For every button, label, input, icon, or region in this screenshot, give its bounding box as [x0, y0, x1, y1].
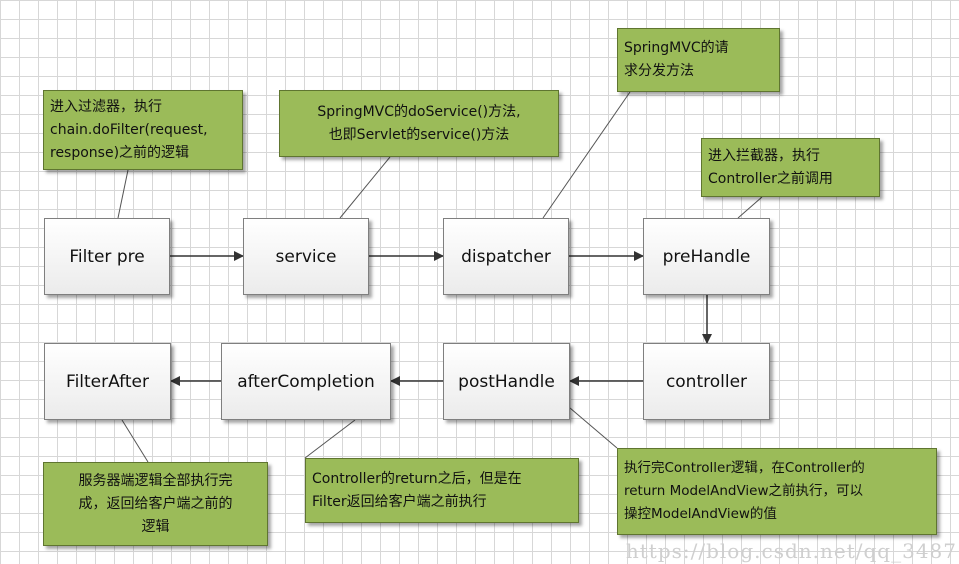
note-dispatcher: SpringMVC的请 求分发方法	[617, 28, 780, 92]
node-controller: controller	[643, 343, 770, 420]
note-posthandle: 执行完Controller逻辑，在Controller的 return Mode…	[617, 448, 937, 535]
note-after-completion: Controller的return之后，但是在 Filter返回给客户端之前执行	[305, 458, 579, 523]
node-posthandle: postHandle	[443, 343, 570, 420]
watermark: https://blog.csdn.net/qq_3487	[625, 539, 957, 563]
callout-line-service	[339, 156, 391, 219]
callout-line-filter-after	[121, 419, 149, 463]
node-after-completion: afterCompletion	[221, 343, 391, 420]
callout-line-after-completion	[304, 419, 356, 459]
node-filter-pre: Filter pre	[44, 218, 170, 295]
node-prehandle: preHandle	[643, 218, 770, 295]
note-filter-after: 服务器端逻辑全部执行完 成，返回给客户端之前的 逻辑	[43, 462, 268, 546]
note-filter-pre: 进入过滤器，执行 chain.doFilter(request, respons…	[43, 90, 243, 170]
note-service: SpringMVC的doService()方法, 也即Servlet的servi…	[279, 90, 559, 157]
note-prehandle: 进入拦截器，执行 Controller之前调用	[701, 138, 880, 197]
callout-line-filter-pre	[117, 169, 129, 219]
callout-line-prehandle	[737, 196, 763, 219]
callout-line-posthandle	[569, 407, 618, 449]
node-filter-after: FilterAfter	[44, 343, 171, 420]
node-service: service	[243, 218, 369, 295]
callout-line-dispatcher	[542, 91, 631, 219]
node-dispatcher: dispatcher	[443, 218, 569, 295]
